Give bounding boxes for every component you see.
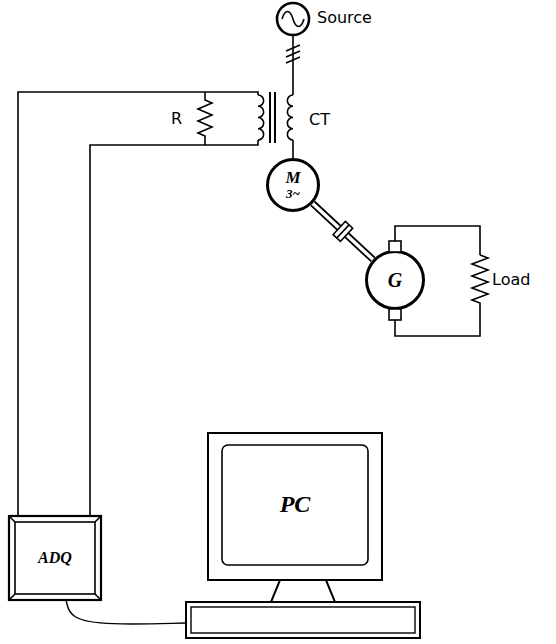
bevel-frame (9, 516, 101, 600)
sine-symbol (282, 12, 304, 27)
node-text: G (388, 270, 402, 291)
shaft-core (313, 203, 373, 259)
bevel-corners (9, 516, 101, 600)
text-holder: M3~ (266, 158, 320, 212)
component-label: CT (309, 111, 330, 129)
node-text: 3~ (286, 187, 300, 201)
coupling-joint (337, 225, 349, 238)
resistor-symbol (198, 92, 212, 145)
computer-icon: PC (185, 432, 421, 640)
text-holder: ADQ (8, 515, 102, 601)
primary-coil (287, 95, 293, 140)
node-text: PC (280, 492, 311, 517)
coupling-flange (333, 221, 353, 241)
supply-line (292, 35, 294, 95)
box-inner (15, 522, 95, 594)
secondary-coil (258, 95, 264, 140)
machine-circle (268, 160, 319, 211)
base-bevel (191, 607, 415, 633)
machine-circle (367, 252, 424, 309)
text-holder: G (365, 250, 425, 310)
transformer-core (270, 92, 275, 143)
text-holder: PC (222, 445, 368, 565)
computer-drawing (186, 433, 420, 638)
three-phase-marks (286, 45, 300, 63)
connector-decor (313, 203, 373, 259)
motor-circle: M3~ (266, 158, 320, 212)
box-outer (9, 516, 101, 600)
component-label: Load (492, 271, 530, 289)
generator-circle: G (365, 250, 425, 310)
component-label: R (171, 110, 182, 128)
acquisition-box: ADQ (8, 515, 102, 601)
node-text: M (285, 169, 300, 187)
monitor-case (208, 433, 382, 580)
node-text: ADQ (38, 550, 72, 567)
brush-symbol (389, 241, 401, 252)
computer-base (186, 602, 420, 638)
data-cable (66, 601, 185, 624)
motor-feed-line (292, 140, 294, 159)
component-label: Source (317, 9, 372, 27)
monitor-stand (271, 580, 335, 602)
shaft-coupling (313, 203, 373, 259)
source-symbol (277, 3, 309, 35)
monitor-screen (222, 445, 368, 565)
load-resistor-symbol (472, 255, 488, 305)
load-wire (395, 305, 480, 336)
load-wire (395, 226, 480, 255)
brush-symbol (389, 309, 401, 320)
coupling-symbol (333, 221, 353, 241)
node-outline (185, 432, 421, 640)
